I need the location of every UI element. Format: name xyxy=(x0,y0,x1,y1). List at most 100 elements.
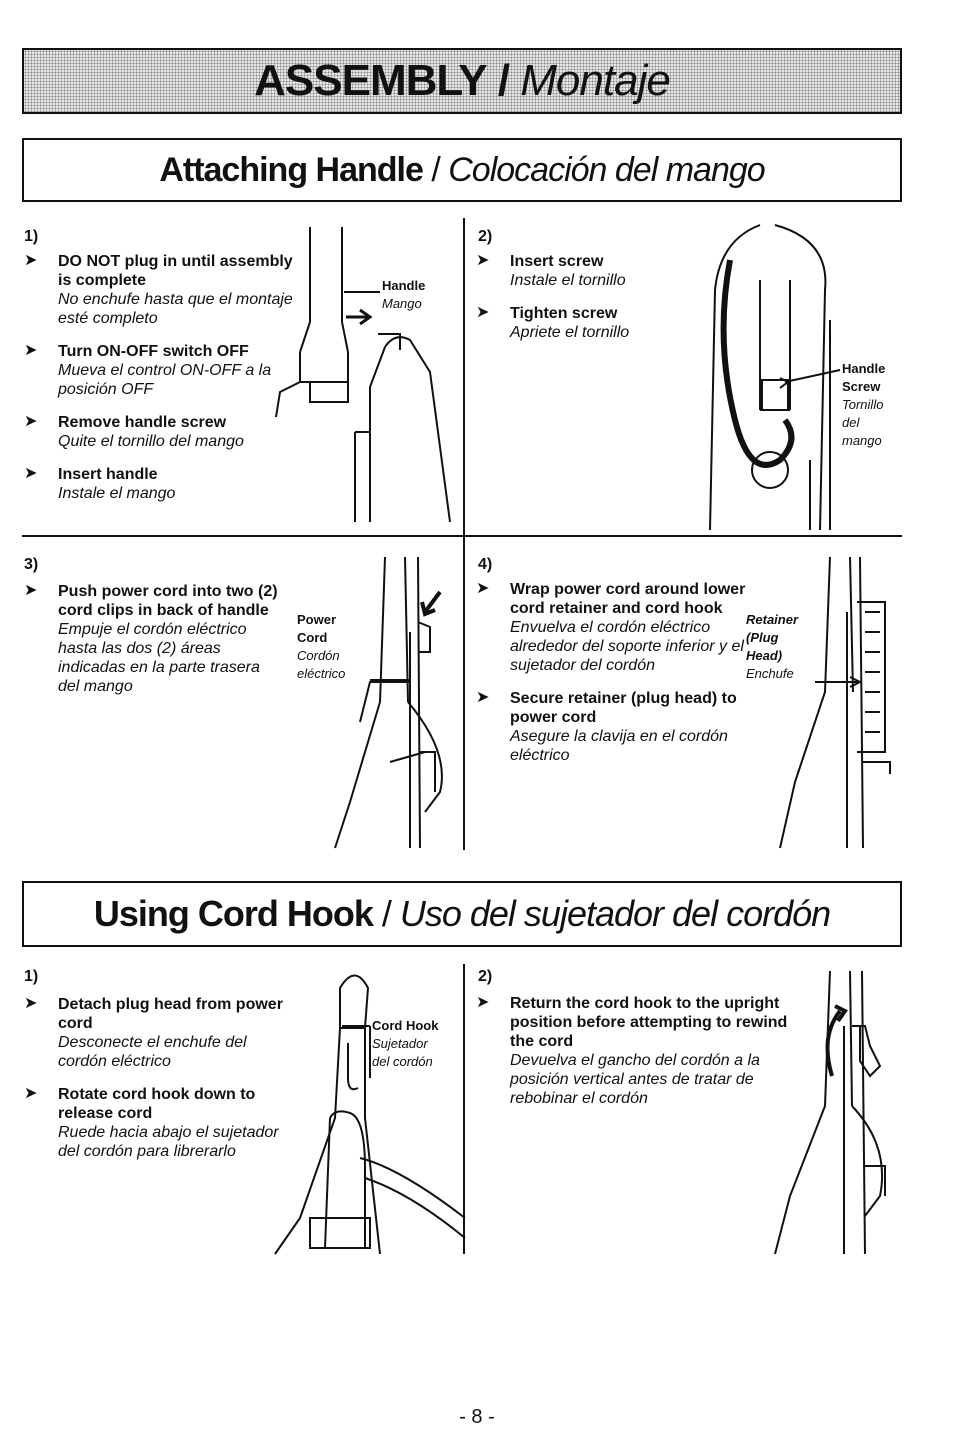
step-1-item: ➤ DO NOT plug in until assembly is comple… xyxy=(24,252,296,328)
vertical-divider-top xyxy=(463,218,465,850)
handle-label-es: Mango xyxy=(382,296,422,311)
vertical-divider-bottom xyxy=(463,964,465,1254)
banner-title-en: ASSEMBLY xyxy=(254,56,487,105)
step-4-item: ➤ Wrap power cord around lower cord retai… xyxy=(476,580,750,675)
cord-hook-title: Using Cord Hook / Uso del sujetador del … xyxy=(94,893,831,935)
cord-retainer-illustration xyxy=(779,556,891,849)
cord-step-1-item-en: Rotate cord hook down to release cord xyxy=(58,1086,256,1122)
handle-screw-label-en: Handle xyxy=(842,361,886,376)
retainer-label-en: (Plug xyxy=(746,630,779,645)
handle-screw-label-es: Tornillo xyxy=(842,397,884,412)
cord-hook-header: Using Cord Hook / Uso del sujetador del … xyxy=(22,881,902,947)
cord-hook-label-es: Sujetador xyxy=(372,1036,428,1051)
step-4-item-en: Secure retainer (plug head) to power cor… xyxy=(510,690,737,726)
step-1-item-en: DO NOT plug in until assembly is complet… xyxy=(58,253,293,289)
step-1-item-es: Instale el mango xyxy=(58,485,176,502)
banner-title-es: Montaje xyxy=(520,56,671,105)
cord-step-1-number: 1) xyxy=(24,968,39,985)
attaching-title-en: Attaching Handle xyxy=(159,150,424,189)
handle-insertion-illustration xyxy=(275,227,451,523)
step-3-item: ➤Push power cord into two (2) cord clips… xyxy=(24,582,284,696)
step-4-number: 4) xyxy=(478,556,493,573)
cord-step-1-item-es: Ruede hacia abajo el sujetador del cordó… xyxy=(58,1124,279,1160)
cord-hook-title-sep: / xyxy=(372,893,400,934)
step-1-item: ➤ Turn ON-OFF switch OFF Mueva el control … xyxy=(24,342,296,399)
step-2-item-en: Tighten screw xyxy=(510,305,618,322)
step-1-item-es: Quite el tornillo del mango xyxy=(58,433,244,450)
step-3-item-es: Empuje el cordón eléctrico hasta las dos… xyxy=(58,621,260,695)
cord-step-1-item-es: Desconecte el enchufe del cordón eléctri… xyxy=(58,1034,247,1070)
retainer-label-en: Head) xyxy=(746,648,783,663)
handle-screw-label-es: del xyxy=(842,415,860,430)
banner-title-sep: / xyxy=(486,56,521,105)
step-3-instructions: ➤Push power cord into two (2) cord clips… xyxy=(24,582,284,710)
arrowhead-bullet-icon: ➤ xyxy=(476,580,490,597)
step-2-number: 2) xyxy=(478,228,493,245)
arrowhead-bullet-icon: ➤ xyxy=(24,995,38,1012)
attaching-handle-header: Attaching Handle / Colocación del mango xyxy=(22,138,902,202)
cord-clips-illustration xyxy=(334,556,443,849)
step-1-item-es: No enchufe hasta que el montaje esté com… xyxy=(58,291,293,327)
handle-label-en: Handle xyxy=(382,278,426,293)
arrowhead-bullet-icon: ➤ xyxy=(24,342,38,359)
power-cord-label-en: Power xyxy=(297,612,337,627)
cord-step-2-instructions: ➤Return the cord hook to the upright pos… xyxy=(476,994,794,1122)
arrowhead-bullet-icon: ➤ xyxy=(24,582,38,599)
cord-hook-label-en: Cord Hook xyxy=(372,1018,439,1033)
step-4-item-en: Wrap power cord around lower cord retain… xyxy=(510,581,746,617)
power-cord-label-en: Cord xyxy=(297,630,328,645)
arrowhead-bullet-icon: ➤ xyxy=(476,689,490,706)
horizontal-divider-top xyxy=(22,535,902,537)
arrowhead-bullet-icon: ➤ xyxy=(24,252,38,269)
step-1-number: 1) xyxy=(24,228,39,245)
step-4-item-es: Asegure la clavija en el cordón eléctric… xyxy=(510,728,728,764)
step-1-item-es: Mueva el control ON-OFF a la posición OF… xyxy=(58,362,272,398)
page-number: - 8 - xyxy=(459,1406,495,1428)
power-cord-label-es: Cordón xyxy=(297,648,340,663)
arrowhead-bullet-icon: ➤ xyxy=(24,1085,38,1102)
step-3-number: 3) xyxy=(24,556,39,573)
screw-insertion-illustration xyxy=(709,224,841,531)
step-1-item-en: Insert handle xyxy=(58,466,158,483)
step-2-item-es: Apriete el tornillo xyxy=(510,324,630,341)
step-2-item-es: Instale el tornillo xyxy=(510,272,626,289)
attaching-title-es: Colocación del mango xyxy=(448,150,765,189)
step-1-instructions: ➤ DO NOT plug in until assembly is comple… xyxy=(24,252,296,517)
cord-hook-release-illustration xyxy=(274,974,466,1255)
arrowhead-bullet-icon: ➤ xyxy=(476,252,490,269)
cord-hook-label-es: del cordón xyxy=(372,1054,433,1069)
assembly-banner: ASSEMBLY / Montaje xyxy=(22,48,902,114)
step-4-instructions: ➤ Wrap power cord around lower cord retai… xyxy=(476,580,786,779)
arrowhead-bullet-icon: ➤ xyxy=(476,304,490,321)
cord-step-2-number: 2) xyxy=(478,968,493,985)
cord-hook-upright-illustration xyxy=(774,970,886,1255)
attaching-title-sep: / xyxy=(422,150,449,189)
cord-step-2-item: ➤Return the cord hook to the upright pos… xyxy=(476,994,794,1108)
step-2-item-en: Insert screw xyxy=(510,253,604,270)
step-1-item-en: Turn ON-OFF switch OFF xyxy=(58,343,249,360)
handle-screw-label-es: mango xyxy=(842,433,882,448)
retainer-label-en: Retainer xyxy=(746,612,799,627)
cord-step-2-item-en: Return the cord hook to the upright posi… xyxy=(510,995,788,1050)
retainer-label-es: Enchufe xyxy=(746,666,794,681)
step-1-item-en: Remove handle screw xyxy=(58,414,227,431)
arrowhead-bullet-icon: ➤ xyxy=(24,465,38,482)
banner-title: ASSEMBLY / Montaje xyxy=(254,56,671,106)
handle-screw-label-en: Screw xyxy=(842,379,881,394)
attaching-handle-title: Attaching Handle / Colocación del mango xyxy=(159,150,765,190)
cord-step-1-item-en: Detach plug head from power cord xyxy=(58,996,283,1032)
cord-hook-title-es: Uso del sujetador del cordón xyxy=(399,893,831,934)
